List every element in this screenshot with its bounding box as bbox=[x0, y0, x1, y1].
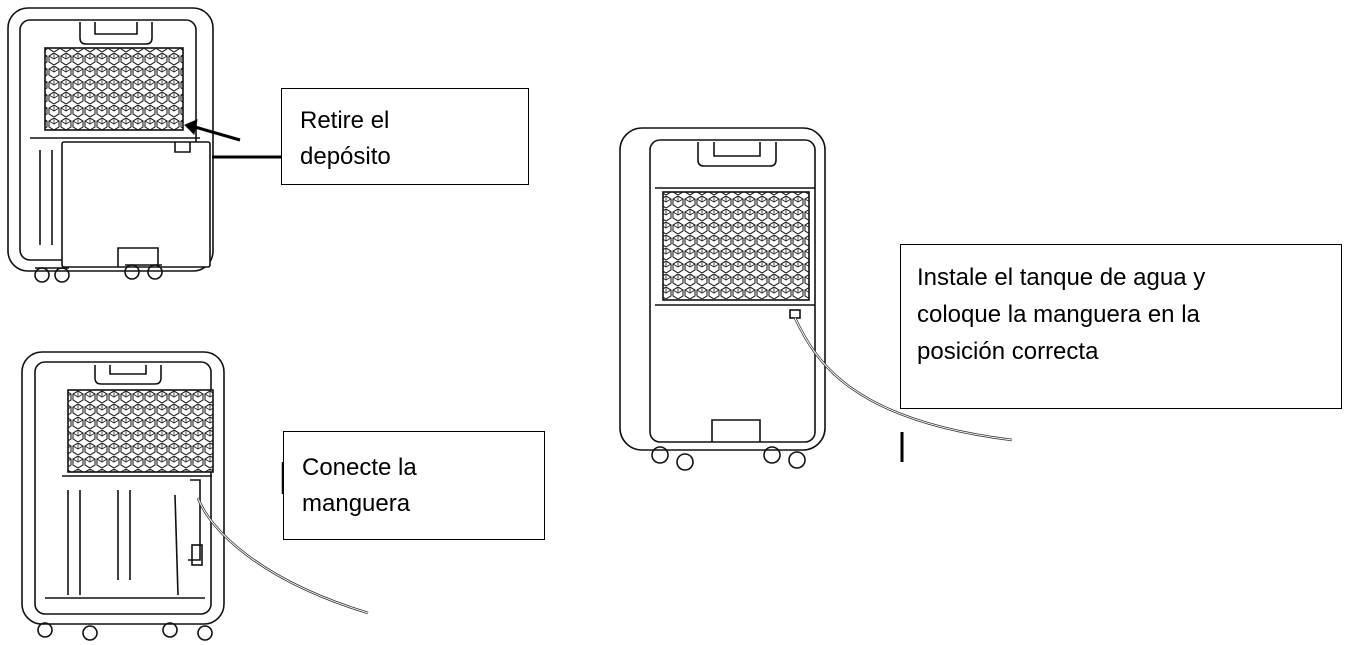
water-tank bbox=[61, 141, 211, 268]
arrow-icon bbox=[184, 119, 241, 142]
dehumidifier-tank-removal bbox=[7, 7, 241, 283]
air-grille bbox=[44, 47, 184, 131]
wheels bbox=[37, 622, 213, 641]
callout-line: Instale el tanque de agua y bbox=[917, 264, 1206, 291]
air-grille bbox=[662, 191, 810, 301]
callout-line: Conecte la bbox=[302, 454, 417, 481]
callout-line: coloque la manguera en la bbox=[917, 301, 1200, 329]
wheels bbox=[651, 446, 806, 471]
dehumidifier-tank-installed bbox=[619, 127, 1013, 471]
wheels bbox=[34, 264, 163, 283]
callout-line: Retire el bbox=[300, 107, 390, 134]
callout-remove-tank: Retire el depósito bbox=[281, 88, 529, 185]
air-grille bbox=[67, 389, 214, 473]
callout-line: posición correcta bbox=[917, 338, 1099, 366]
callout-line: manguera bbox=[302, 490, 411, 517]
callout-line: depósito bbox=[300, 143, 391, 170]
callout-connect-hose: Conecte la manguera bbox=[283, 431, 545, 540]
callout-install-tank: Instale el tanque de agua y coloque la m… bbox=[900, 244, 1342, 409]
dehumidifier-hose-connection bbox=[21, 351, 369, 641]
